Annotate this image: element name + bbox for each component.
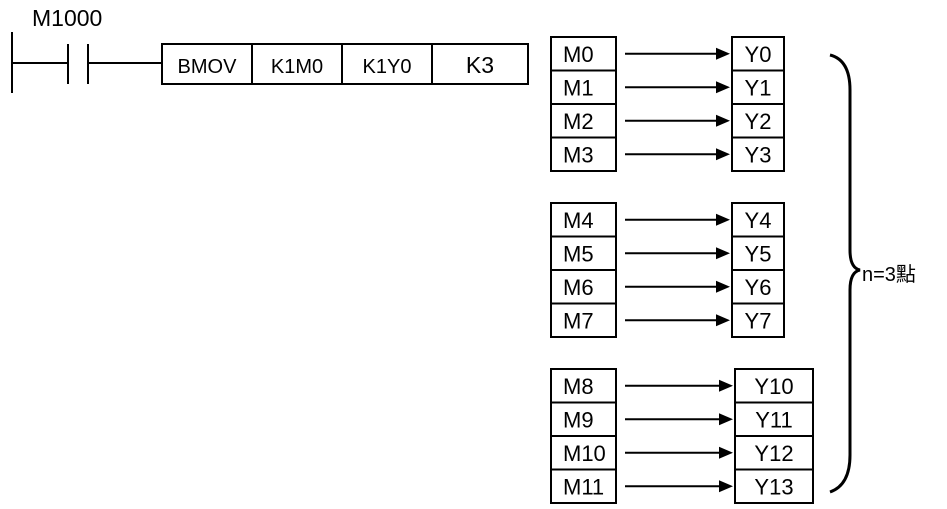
source-label: M5 <box>563 241 594 266</box>
source-cell <box>550 368 617 404</box>
destination-label: Y11 <box>755 407 793 432</box>
destination-label: Y10 <box>754 374 793 399</box>
arrow-head-icon <box>716 314 730 327</box>
destination-label: Y3 <box>745 142 772 167</box>
arrow-head-icon <box>719 446 733 459</box>
source-cell <box>550 302 617 338</box>
mapping-row: M6 Y6 <box>550 269 785 305</box>
brace-label: n=3點 <box>862 263 916 286</box>
source-label: M4 <box>563 208 594 233</box>
contact-label: M1000 <box>32 5 102 31</box>
destination-cell <box>731 302 785 338</box>
source-cell <box>550 136 617 172</box>
instruction-box: BMOV K1M0 K1Y0 K3 <box>161 43 529 85</box>
destination-cell <box>734 401 814 437</box>
brace-icon <box>829 53 861 494</box>
destination-label: Y4 <box>745 208 772 233</box>
instruction-operand: K3 <box>466 52 494 78</box>
mapping-row: M5 Y5 <box>550 235 785 271</box>
destination-label: Y2 <box>745 109 772 134</box>
source-label: M1 <box>563 75 594 100</box>
destination-cell <box>731 136 785 172</box>
destination-label: Y7 <box>745 308 772 333</box>
destination-label: Y6 <box>745 275 772 300</box>
destination-label: Y0 <box>745 42 772 67</box>
mapping-row: M7 Y7 <box>550 302 785 338</box>
destination-cell <box>731 69 785 105</box>
destination-label: Y1 <box>745 75 772 100</box>
mapping-row: M2 Y2 <box>550 103 785 139</box>
mapping-row: M3 Y3 <box>550 136 785 172</box>
instruction-cell-4 <box>431 43 529 85</box>
source-cell <box>550 468 617 504</box>
destination-cell <box>731 103 785 139</box>
mapping-row: M10 Y12 <box>550 435 814 471</box>
destination-label: Y5 <box>745 241 772 266</box>
source-cell <box>550 36 617 72</box>
destination-label: Y12 <box>754 441 793 466</box>
destination-cell <box>731 235 785 271</box>
destination-label: Y13 <box>754 474 793 499</box>
destination-cell <box>734 368 814 404</box>
mapping-row: M9 Y11 <box>550 401 814 437</box>
arrow-head-icon <box>716 280 730 293</box>
source-label: M8 <box>563 374 594 399</box>
destination-cell <box>734 468 814 504</box>
arrow-head-icon <box>716 247 730 260</box>
mapping-row: M8 Y10 <box>550 368 814 404</box>
mapping-row: M1 Y1 <box>550 69 785 105</box>
arrow-head-icon <box>719 379 733 392</box>
destination-cell <box>731 36 785 72</box>
arrow-head-icon <box>719 480 733 493</box>
arrow-head-icon <box>716 213 730 226</box>
ladder-rung <box>11 32 162 93</box>
instruction-operand: BMOV <box>178 56 238 78</box>
arrow-head-icon <box>716 81 730 94</box>
mapping-row: M4 Y4 <box>550 202 785 238</box>
source-label: M9 <box>563 407 594 432</box>
destination-cell <box>731 202 785 238</box>
mapping-row: M11 Y13 <box>550 468 814 504</box>
source-cell <box>550 269 617 305</box>
source-label: M6 <box>563 275 594 300</box>
instruction-operand: K1Y0 <box>363 56 412 78</box>
source-label: M11 <box>563 474 604 499</box>
arrow-head-icon <box>719 413 733 426</box>
source-label: M10 <box>563 441 606 466</box>
instruction-operand: K1M0 <box>271 56 323 78</box>
source-label: M2 <box>563 109 594 134</box>
arrow-head-icon <box>716 47 730 60</box>
source-cell <box>550 235 617 271</box>
source-cell <box>550 69 617 105</box>
source-label: M7 <box>563 308 594 333</box>
source-label: M0 <box>563 42 594 67</box>
instruction-cell-3 <box>341 43 433 85</box>
mapping-row: M0 Y0 <box>550 36 785 72</box>
arrow-head-icon <box>716 148 730 161</box>
source-label: M3 <box>563 142 594 167</box>
arrow-head-icon <box>716 114 730 127</box>
source-cell <box>550 202 617 238</box>
